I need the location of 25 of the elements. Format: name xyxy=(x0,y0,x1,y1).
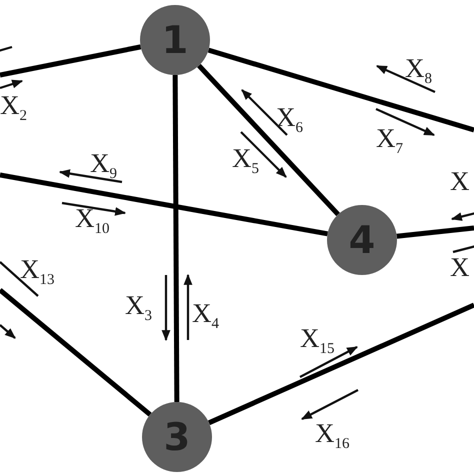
flow-label: X$_{7}$ xyxy=(376,125,403,157)
flow-label: X$_{10}$ xyxy=(75,205,110,237)
flow-label: X$_{13}$ xyxy=(20,256,54,288)
link-line xyxy=(396,226,474,239)
link-line xyxy=(0,44,142,78)
flow-label: X$_{5}$ xyxy=(232,145,259,177)
node-number: 4 xyxy=(348,221,376,259)
flow-label: X$_{16}$ xyxy=(315,420,350,452)
link-line xyxy=(208,48,474,132)
flow-label: X$_{2}$ xyxy=(0,92,27,124)
node-number: 1 xyxy=(162,21,188,59)
flow-label: X$_{9}$ xyxy=(90,150,117,182)
flow-label: X$_{6}$ xyxy=(276,104,303,136)
node-number: 3 xyxy=(164,418,190,456)
flow-label: X xyxy=(450,168,470,195)
link-line xyxy=(0,172,328,236)
flow-label: X$_{8}$ xyxy=(405,55,432,87)
link-line xyxy=(172,74,180,402)
flow-label: X$_{4}$ xyxy=(192,300,219,332)
link-line xyxy=(208,302,474,426)
flow-label: X$_{3}$ xyxy=(125,292,152,324)
link-line xyxy=(197,64,340,216)
flow-label: X$_{15}$ xyxy=(300,325,334,357)
flow-label: X xyxy=(450,254,470,281)
link-line xyxy=(0,288,152,417)
